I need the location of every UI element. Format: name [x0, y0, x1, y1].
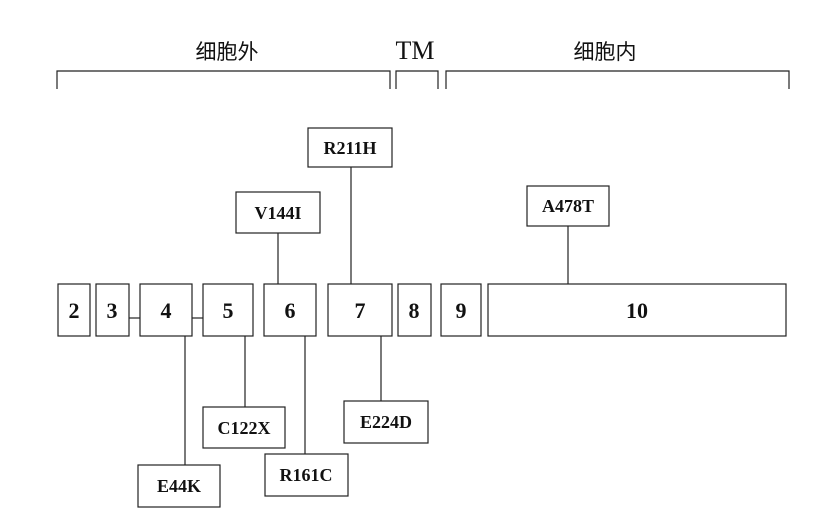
- svg-text:10: 10: [626, 298, 648, 323]
- mutation-a478t: A478T: [526, 185, 610, 227]
- bracket-intracellular: [445, 70, 790, 89]
- svg-text:V144I: V144I: [254, 203, 301, 223]
- exon-7: 7: [327, 283, 393, 337]
- exon-9: 9: [440, 283, 482, 337]
- exon-4: 4: [139, 283, 193, 337]
- svg-text:3: 3: [107, 298, 118, 323]
- mutation-v144i: V144I: [235, 191, 321, 234]
- svg-text:5: 5: [223, 298, 234, 323]
- svg-text:C122X: C122X: [218, 418, 271, 438]
- mutation-e44k: E44K: [137, 464, 221, 508]
- svg-text:9: 9: [456, 298, 467, 323]
- mutation-e224d: E224D: [343, 400, 429, 444]
- bracket-extracellular: [56, 70, 391, 89]
- svg-text:R211H: R211H: [323, 138, 376, 158]
- mutation-r161c: R161C: [264, 453, 349, 497]
- svg-text:8: 8: [409, 298, 420, 323]
- svg-text:A478T: A478T: [542, 196, 594, 216]
- svg-text:4: 4: [161, 298, 172, 323]
- exon-5: 5: [202, 283, 254, 337]
- exon-2: 2: [57, 283, 91, 337]
- exon-8: 8: [397, 283, 432, 337]
- exon-3: 3: [95, 283, 130, 337]
- region-label-tm: TM: [396, 36, 435, 65]
- mutation-c122x: C122X: [202, 406, 286, 449]
- svg-text:6: 6: [285, 298, 296, 323]
- region-label-extracellular: 细胞外: [196, 40, 259, 64]
- svg-text:E44K: E44K: [157, 476, 201, 496]
- region-label-intracellular: 细胞内: [574, 40, 637, 64]
- mutation-r211h: R211H: [307, 127, 393, 168]
- svg-text:7: 7: [355, 298, 366, 323]
- svg-text:E224D: E224D: [360, 412, 412, 432]
- svg-text:R161C: R161C: [280, 465, 333, 485]
- exon-10: 10: [487, 283, 787, 337]
- bracket-tm: [395, 70, 439, 89]
- exon-6: 6: [263, 283, 317, 337]
- svg-text:2: 2: [69, 298, 80, 323]
